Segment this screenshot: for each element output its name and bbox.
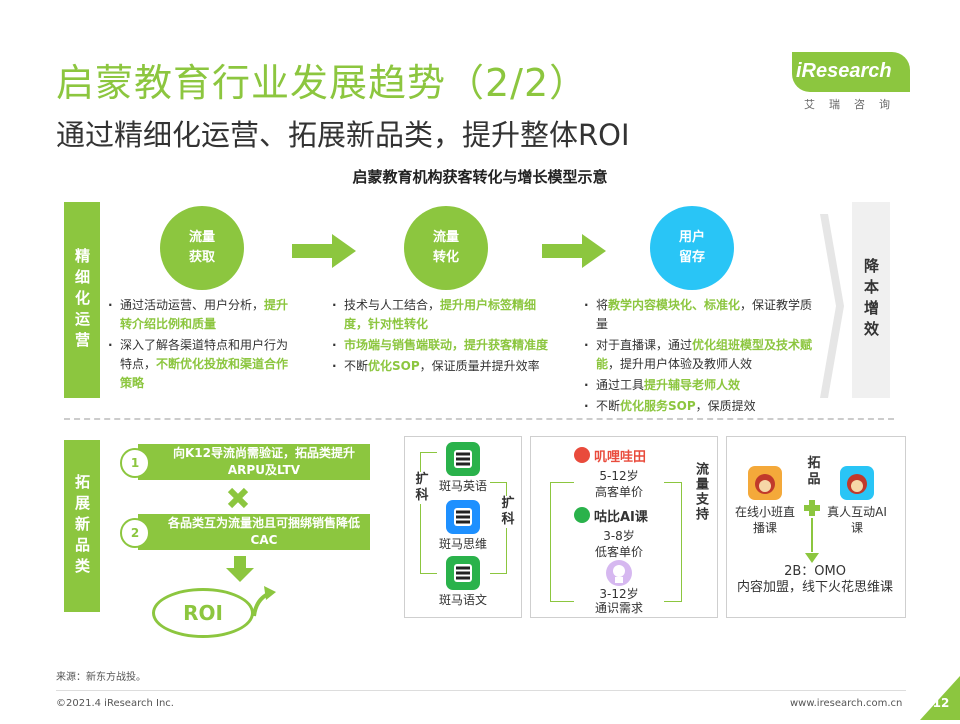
side-label-cost-efficiency: 降本增效 bbox=[852, 202, 890, 398]
side-label-text: 拓展新品类 bbox=[73, 473, 91, 579]
bullet-item: 将教学内容模块化、标准化，保证教学质量 bbox=[584, 296, 814, 334]
price-desc: 高客单价 bbox=[574, 484, 664, 500]
panel-traffic-support bbox=[530, 436, 718, 618]
brand-name: 咕比AI课 bbox=[594, 509, 648, 525]
arrow-right-icon bbox=[292, 234, 356, 272]
arrow-down-icon bbox=[226, 556, 254, 586]
expand-subject-label-left: 扩科 bbox=[414, 472, 430, 504]
stage-label: 转化 bbox=[432, 250, 459, 265]
stage-label: 留存 bbox=[678, 250, 705, 265]
app-label: 斑马思维 bbox=[438, 537, 487, 551]
logo-cn: 艾瑞咨询 bbox=[804, 98, 904, 111]
step-box-2: 各品类互为流量池且可捆绑销售降低CAC bbox=[138, 514, 370, 550]
zebra-english-icon bbox=[446, 442, 480, 476]
footer-rule bbox=[56, 690, 906, 691]
chart-title: 启蒙教育机构获客转化与增长模型示意 bbox=[352, 168, 608, 186]
page-title: 启蒙教育行业发展趋势（2/2） bbox=[56, 61, 589, 105]
page-number: 12 bbox=[932, 696, 950, 710]
stage-label: 获取 bbox=[188, 250, 215, 265]
bracket-right bbox=[490, 482, 507, 574]
astronaut-icon bbox=[606, 560, 632, 586]
zebra-math-icon bbox=[446, 500, 480, 534]
chevron-right-icon bbox=[820, 214, 844, 402]
brand-logo-jiliwatian: 叽哩哇田 bbox=[574, 444, 684, 466]
age-range: 5-12岁 bbox=[574, 468, 664, 484]
arrow-down-small-icon bbox=[805, 548, 819, 567]
website-link[interactable]: www.iresearch.com.cn bbox=[790, 698, 903, 709]
b2-omo-title: 2B：OMO bbox=[784, 564, 846, 579]
bullets-acquire: 通过活动运营、用户分析，提升转介绍比例和质量 深入了解各渠道特点和用户行为特点，… bbox=[108, 296, 298, 395]
stage-circle-acquire: 流量获取 bbox=[160, 206, 244, 290]
zebra-chinese-icon bbox=[446, 556, 480, 590]
price-desc: 低客单价 bbox=[574, 544, 664, 560]
bullet-item: 不断优化服务SOP，保质提效 bbox=[584, 397, 814, 416]
panel-new-products bbox=[726, 436, 906, 618]
connector-line bbox=[811, 518, 813, 552]
brand-name: 叽哩哇田 bbox=[594, 449, 647, 465]
bullet-item: 通过活动运营、用户分析，提升转介绍比例和质量 bbox=[108, 296, 298, 334]
face-icon bbox=[574, 447, 590, 463]
arrow-up-curve-icon bbox=[250, 584, 278, 622]
expand-product-label: 拓品 bbox=[807, 456, 821, 487]
stage-label: 流量 bbox=[432, 230, 459, 245]
b2-omo-desc: 内容加盟，线下火花思维课 bbox=[736, 580, 893, 595]
copyright: ©2021.4 iResearch Inc. bbox=[56, 698, 174, 709]
bullets-retain: 将教学内容模块化、标准化，保证教学质量 对于直播课，通过优化组班模型及技术赋能，… bbox=[584, 296, 814, 418]
vertical-label-text: 流量支持 bbox=[693, 462, 708, 522]
right-label-text: 降本增效 bbox=[862, 258, 880, 342]
arrow-right-icon bbox=[542, 234, 606, 272]
roi-ellipse: ROI bbox=[152, 588, 254, 638]
divider bbox=[64, 418, 894, 420]
step-box-1: 向K12导流尚需验证，拓品类提升ARPU及LTV bbox=[138, 444, 370, 480]
gubi-icon bbox=[574, 507, 590, 523]
plus-icon bbox=[804, 500, 820, 520]
page-subtitle: 通过精细化运营、拓展新品类，提升整体ROI bbox=[56, 118, 630, 152]
cross-icon bbox=[226, 486, 250, 514]
panel-zebra-apps bbox=[404, 436, 522, 618]
bullets-convert: 技术与人工结合，提升用户标签精细度，针对性转化 市场端与销售端联动，提升获客精准… bbox=[332, 296, 560, 378]
logo-text: iResearch bbox=[796, 60, 892, 82]
side-label-refined-ops: 精细化运营 bbox=[64, 202, 100, 398]
bullet-item: 技术与人工结合，提升用户标签精细度，针对性转化 bbox=[332, 296, 560, 334]
roi-label: ROI bbox=[183, 601, 223, 625]
step-text: 各品类互为流量池且可捆绑销售降低CAC bbox=[168, 516, 361, 547]
bracket-left bbox=[420, 452, 437, 574]
bullet-item: 市场端与销售端联动，提升获客精准度 bbox=[332, 336, 560, 355]
age-range: 3-8岁 bbox=[574, 528, 664, 544]
step-text: 向K12导流尚需验证，拓品类提升ARPU及LTV bbox=[173, 446, 355, 477]
step-number-1: 1 bbox=[120, 448, 150, 478]
stage-label: 流量 bbox=[188, 230, 215, 245]
monkey-icon bbox=[840, 466, 874, 500]
bullet-item: 深入了解各渠道特点和用户行为特点，不断优化投放和渠道合作策略 bbox=[108, 336, 298, 393]
bullet-item: 不断优化SOP，保证质量并提升效率 bbox=[332, 357, 560, 376]
traffic-support-label: 流量支持 bbox=[692, 462, 708, 527]
app-label: 斑马英语 bbox=[438, 479, 487, 493]
side-label-text: 精细化运营 bbox=[73, 247, 91, 353]
stage-circle-convert: 流量转化 bbox=[404, 206, 488, 290]
page-corner bbox=[920, 676, 960, 720]
stage-label: 用户 bbox=[678, 230, 705, 245]
source-note: 来源：新东方战投。 bbox=[56, 672, 146, 683]
brand-logo-gubi: 咕比AI课 bbox=[574, 504, 674, 526]
bullet-item: 通过工具提升辅导老师人效 bbox=[584, 376, 814, 395]
expand-subject-label-right: 扩科 bbox=[500, 496, 516, 528]
app-label: 斑马语文 bbox=[438, 593, 487, 607]
bullet-item: 对于直播课，通过优化组班模型及技术赋能，提升用户体验及教师人效 bbox=[584, 336, 814, 374]
age-range: 3-12岁 bbox=[574, 586, 664, 602]
monkey-icon bbox=[748, 466, 782, 500]
stage-circle-retain: 用户留存 bbox=[650, 206, 734, 290]
app-label: 在线小班直播课 bbox=[734, 505, 795, 535]
app-label: 真人互动AI课 bbox=[827, 505, 887, 535]
side-label-new-categories: 拓展新品类 bbox=[64, 440, 100, 612]
iresearch-logo: iResearch 艾瑞咨询 bbox=[792, 52, 922, 112]
step-number-2: 2 bbox=[120, 518, 150, 548]
need-desc: 通识需求 bbox=[574, 600, 664, 616]
